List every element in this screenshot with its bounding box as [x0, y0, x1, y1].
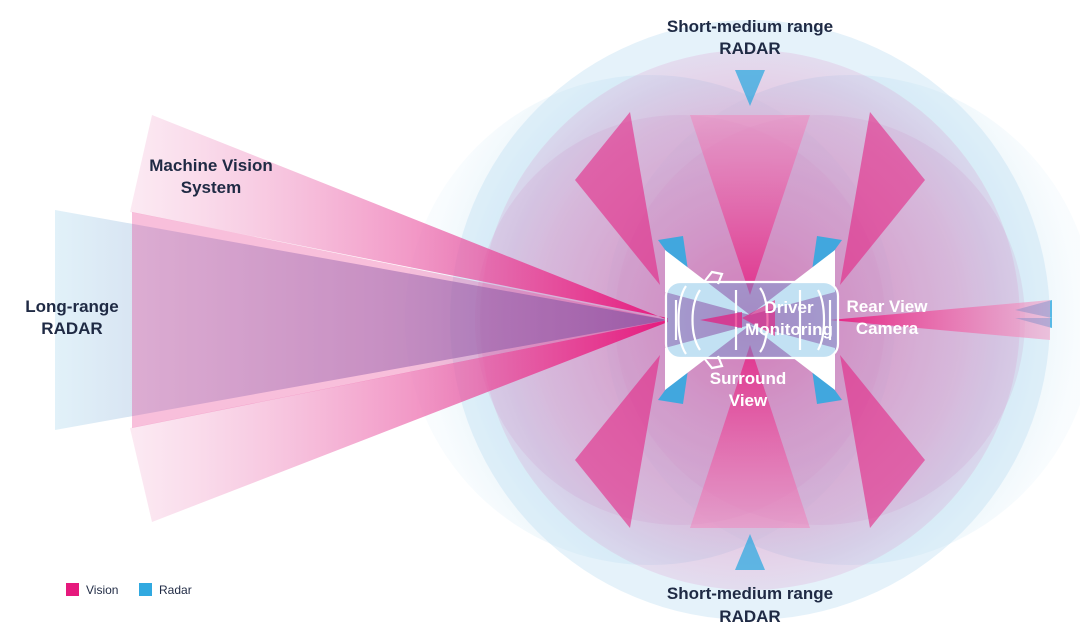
legend-radar-swatch	[139, 583, 152, 596]
legend-vision-label: Vision	[86, 583, 118, 597]
top-radar-label-line1: Short-medium range	[667, 17, 833, 36]
legend: Vision Radar	[66, 583, 192, 597]
legend-radar-label: Radar	[159, 583, 192, 597]
top-radar-label-line2: RADAR	[719, 39, 780, 58]
legend-vision-swatch	[66, 583, 79, 596]
long-range-radar-label-line2: RADAR	[41, 319, 102, 338]
rear-view-camera-label-line1: Rear View	[847, 297, 929, 316]
long-range-radar-beam	[55, 210, 668, 430]
bottom-radar-label-line2: RADAR	[719, 607, 780, 626]
surround-view-cones	[690, 115, 810, 528]
surround-view-label-line2: View	[729, 391, 768, 410]
long-range-radar-label-line1: Long-range	[25, 297, 119, 316]
machine-vision-label-line1: Machine Vision	[149, 156, 272, 175]
corner-vision-wedges	[575, 112, 925, 528]
machine-vision-beam	[130, 115, 668, 522]
rear-view-camera-label-line2: Camera	[856, 319, 919, 338]
driver-monitoring-label-line2: Monitoring	[745, 320, 833, 339]
machine-vision-label-line2: System	[181, 178, 241, 197]
bottom-radar-label-line1: Short-medium range	[667, 584, 833, 603]
labels: Short-medium range RADAR Short-medium ra…	[25, 17, 928, 626]
driver-monitoring-zone	[700, 300, 775, 336]
rear-view-camera-beam	[830, 300, 1050, 340]
surround-view-label-line1: Surround	[710, 369, 787, 388]
driver-monitoring-label-line1: Driver	[764, 298, 814, 317]
